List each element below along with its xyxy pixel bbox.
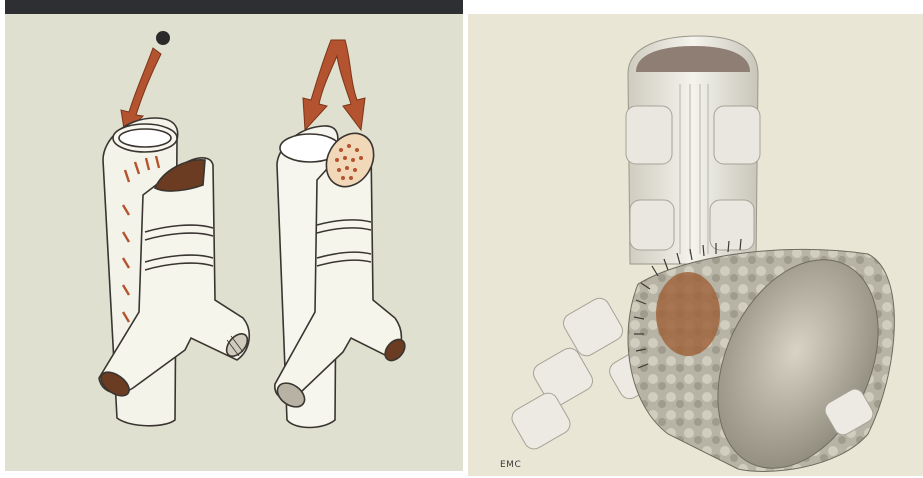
textured-cuff-icon [628,234,910,476]
right-illustration-panel: EMC [468,14,923,476]
artist-signature: EMC [500,460,521,470]
left-illustration-panel [5,0,463,471]
stent-graft-icon [273,125,409,428]
left-illustration [5,0,463,471]
dot-marker-icon [156,31,170,45]
bifurcated-graft-icon [97,118,252,426]
forked-arrow-icon [303,40,365,130]
right-illustration [468,14,923,476]
